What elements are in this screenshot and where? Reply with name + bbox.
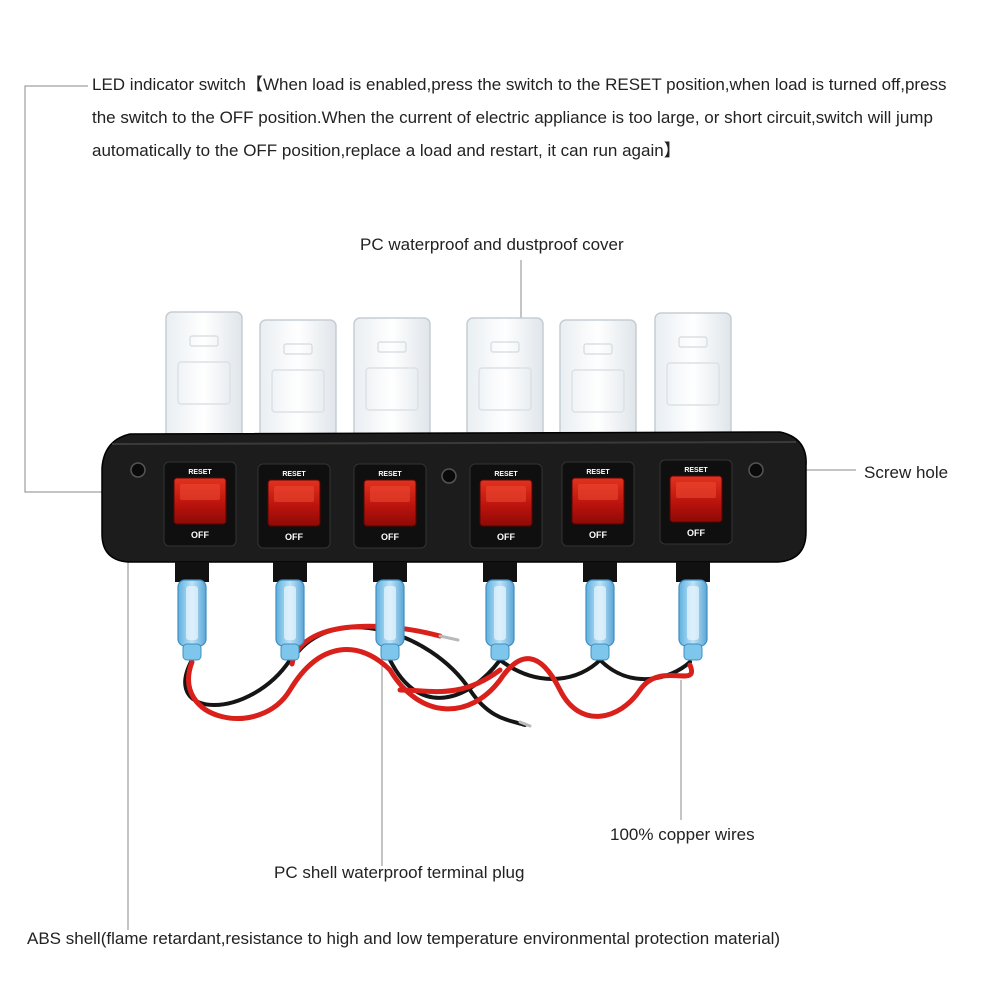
switch-5-off-label: OFF (589, 530, 607, 540)
terminal-plugs (174, 561, 711, 661)
terminal-plug-callout: PC shell waterproof terminal plug (274, 863, 525, 882)
screw-hole-right-icon (748, 462, 764, 478)
switch-3-reset-label: RESET (378, 471, 402, 478)
screw-hole-left-icon (130, 462, 146, 478)
switch-4-reset-label: RESET (494, 471, 518, 478)
switch-1-off-label: OFF (191, 530, 209, 540)
screw-hole-callout: Screw hole (864, 463, 949, 482)
copper-wires-callout: 100% copper wires (610, 825, 755, 844)
switch-3-off-label: OFF (381, 532, 399, 542)
switch-6-reset-label: RESET (684, 467, 708, 474)
switch-5-reset-label: RESET (586, 469, 610, 476)
screw-hole-center-icon (441, 468, 457, 484)
led-indicator-callout: LED indicator switch【When load is enable… (92, 75, 947, 160)
cover-callout: PC waterproof and dustproof cover (360, 235, 624, 254)
switch-6-off-label: OFF (687, 528, 705, 538)
switch-2-reset-label: RESET (282, 471, 306, 478)
switch-2-off-label: OFF (285, 532, 303, 542)
copper-wires (183, 623, 694, 728)
switch-1-reset-label: RESET (188, 469, 212, 476)
abs-shell-callout: ABS shell(flame retardant,resistance to … (27, 929, 781, 948)
switch-4-off-label: OFF (497, 532, 515, 542)
